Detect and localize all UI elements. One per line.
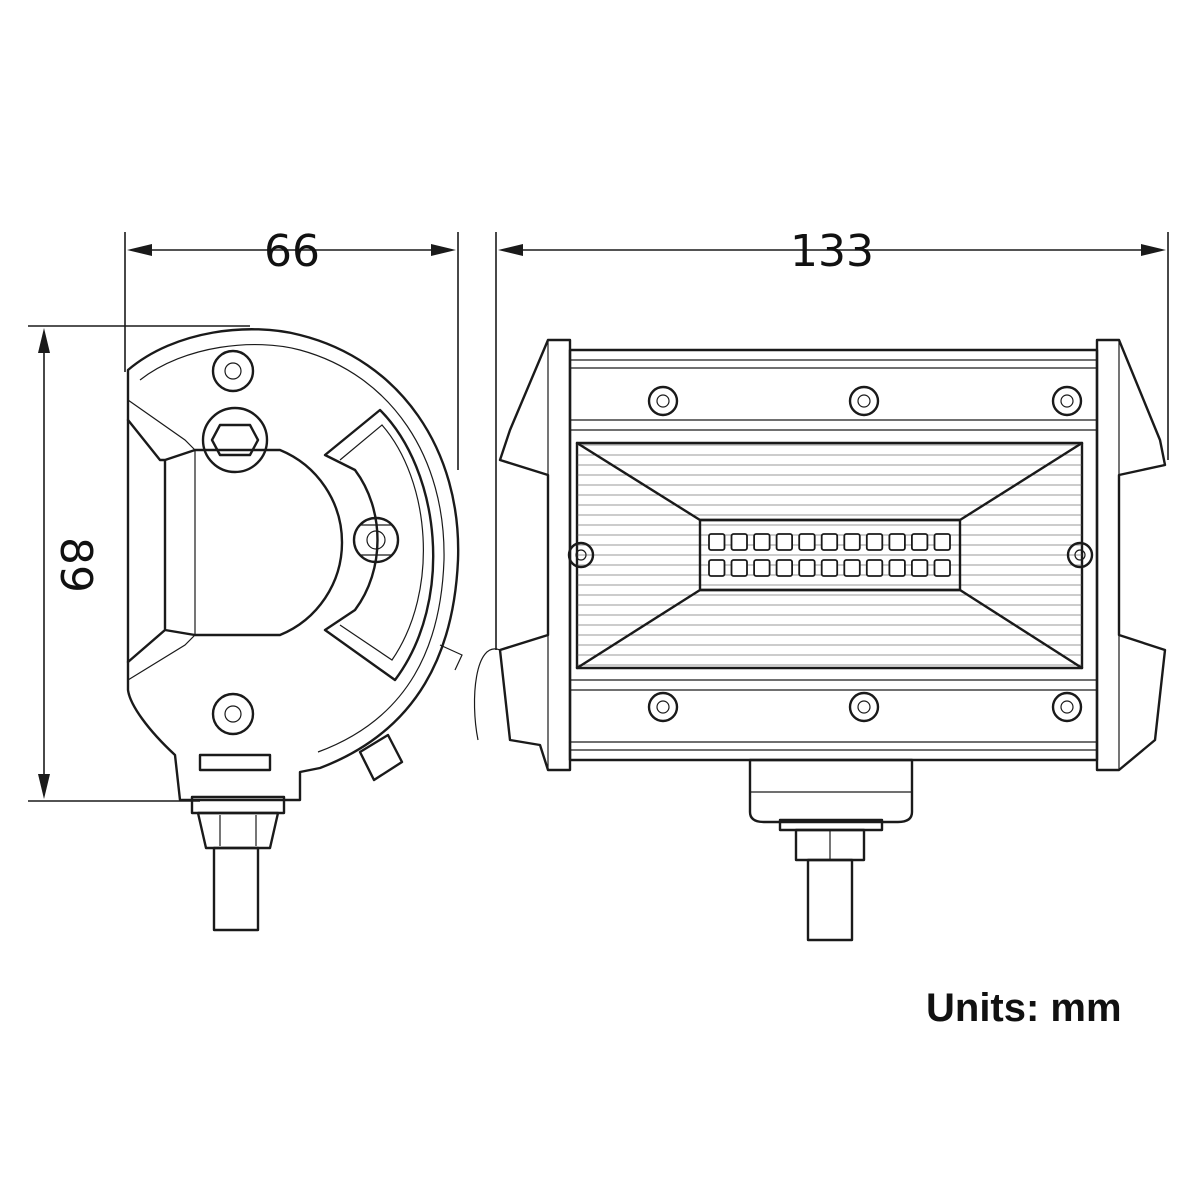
led-chip [730, 533, 748, 551]
dimension-label-133: 133 [790, 226, 874, 277]
led-chip [753, 533, 771, 551]
led-chip [753, 559, 771, 577]
led-chip [708, 559, 726, 577]
front-view [473, 338, 1167, 942]
side-pivot-bolt-icon [352, 516, 400, 564]
front-screw-top-right-icon [1051, 385, 1083, 417]
led-chip [888, 533, 906, 551]
dimension-label-89: 89 [50, 537, 101, 593]
side-hex-socket-icon [201, 406, 269, 474]
front-mount-base-icon [748, 758, 914, 942]
side-mount-stud-icon [190, 795, 286, 932]
side-bolt-top-icon [211, 349, 255, 393]
led-chip [933, 533, 951, 551]
dimension-height: 89 [28, 325, 250, 802]
dimension-width-side: 66 [124, 226, 459, 470]
led-chip [865, 559, 884, 577]
side-view [126, 328, 463, 932]
front-screw-bottom-center-icon [848, 691, 880, 723]
led-chip [843, 559, 861, 577]
side-bracket-cutout [126, 418, 344, 664]
front-screw-bottom-left-icon [647, 691, 679, 723]
dimension-width-front: 133 [495, 226, 1169, 650]
led-chip [933, 559, 951, 577]
front-end-cap-left [498, 338, 572, 772]
side-cable-gland-icon [358, 644, 463, 782]
units-label: Units: mm [926, 986, 1122, 1030]
dimension-label-66: 66 [264, 226, 320, 277]
led-chip [820, 559, 839, 577]
led-chip [843, 533, 861, 551]
led-chip [708, 533, 726, 551]
led-chip [798, 559, 816, 577]
led-chip [730, 559, 748, 577]
led-chip [798, 533, 816, 551]
side-housing-outline [126, 328, 460, 802]
front-lens-screw-right-icon [1066, 541, 1094, 569]
led-chip [888, 559, 906, 577]
side-bolt-bottom-icon [211, 692, 255, 736]
front-end-cap-right [1095, 338, 1167, 772]
front-screw-top-center-icon [848, 385, 880, 417]
front-lens-screw-left-icon [567, 541, 595, 569]
front-led-module [698, 518, 962, 592]
led-chip [911, 533, 929, 551]
front-screw-bottom-right-icon [1051, 691, 1083, 723]
led-chip [775, 533, 793, 551]
led-chip [865, 533, 884, 551]
front-led-array [708, 533, 951, 577]
front-screw-top-left-icon [647, 385, 679, 417]
led-chip [820, 533, 839, 551]
led-chip [911, 559, 929, 577]
led-chip [775, 559, 793, 577]
